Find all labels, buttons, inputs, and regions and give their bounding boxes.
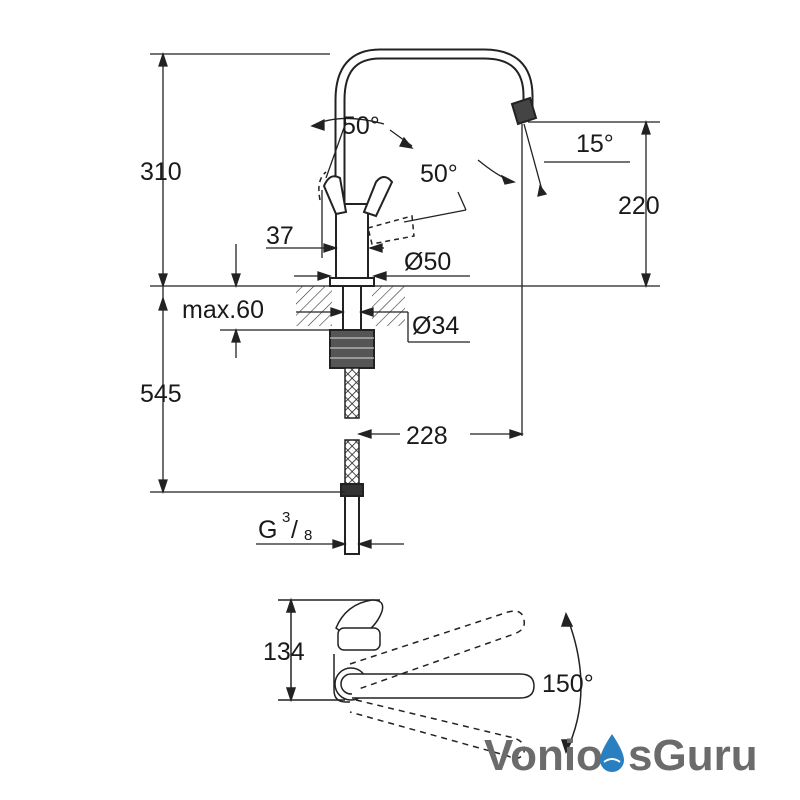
label-15: 15° <box>576 130 614 158</box>
label-g: G <box>258 516 277 544</box>
faucet-body <box>318 48 538 555</box>
voniosguru-logo: Vonio sGuru <box>484 731 758 780</box>
water-drop-icon <box>600 734 624 772</box>
label-220: 220 <box>618 192 660 220</box>
label-d34: Ø34 <box>412 312 459 340</box>
label-150: 150° <box>542 670 594 698</box>
label-d50: Ø50 <box>404 248 451 276</box>
label-228: 228 <box>406 422 448 450</box>
logo-text-2: sGuru <box>628 731 758 780</box>
label-thread-den: 8 <box>304 527 312 544</box>
label-134: 134 <box>263 638 305 666</box>
label-310: 310 <box>140 158 182 186</box>
label-thread-num: 3 <box>282 509 290 526</box>
label-thread-slash: / <box>291 516 298 544</box>
label-max60: max.60 <box>182 296 264 324</box>
label-50-top: 50° <box>342 112 380 140</box>
logo-text-1: Vonio <box>484 731 603 780</box>
dimension-lines <box>150 51 660 549</box>
dimension-labels: 310 50° 50° 15° 220 37 Ø50 max.60 Ø34 54… <box>140 112 660 698</box>
label-545: 545 <box>140 380 182 408</box>
label-37: 37 <box>266 222 294 250</box>
label-50-side: 50° <box>420 160 458 188</box>
plan-view <box>278 597 582 759</box>
